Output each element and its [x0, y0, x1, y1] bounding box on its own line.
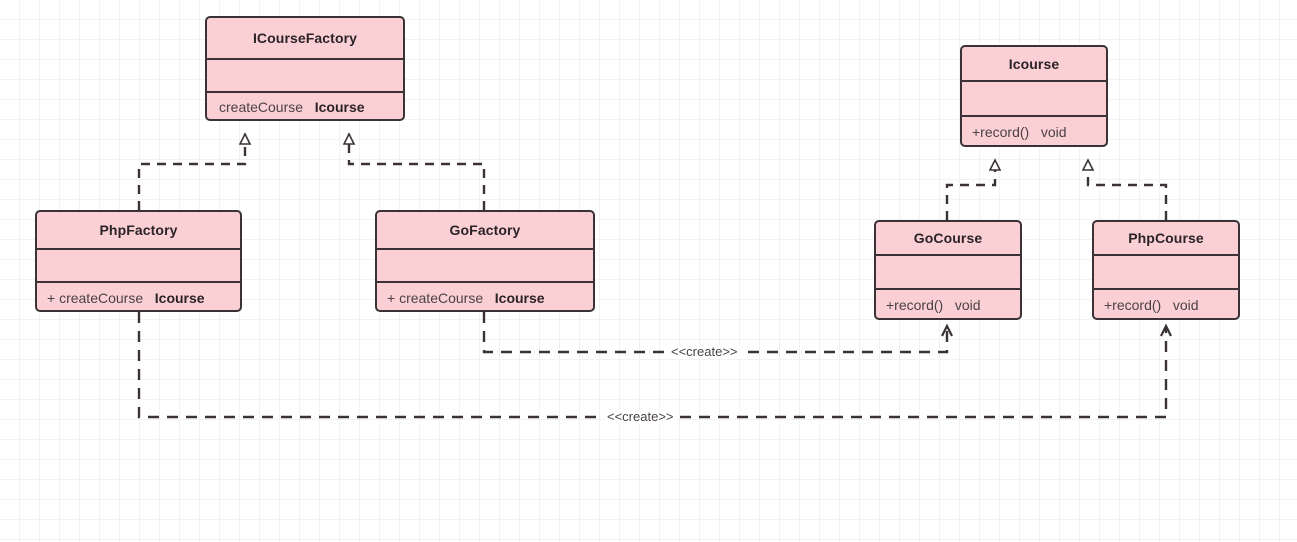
uml-member-type: void — [954, 297, 981, 313]
uml-member-row: +record() void — [1094, 290, 1238, 318]
uml-operations-compartment: createCourse Icourse — [207, 93, 403, 119]
uml-member-type: Icourse — [314, 99, 365, 115]
uml-member-type: void — [1172, 297, 1199, 313]
uml-operations-compartment: + createCourse Icourse — [377, 283, 593, 310]
uml-divider — [876, 288, 1020, 290]
uml-member-name: +record() — [972, 124, 1030, 140]
uml-divider — [37, 248, 240, 250]
uml-attributes-compartment — [207, 60, 403, 91]
edge-label-create-gocourse: <<create>> — [668, 345, 741, 359]
uml-member-type: Icourse — [494, 289, 545, 306]
edge-phpfactory-realizes-icoursefactory — [137, 134, 245, 210]
uml-attributes-compartment — [377, 250, 593, 281]
uml-class-title: PhpCourse — [1128, 230, 1204, 246]
uml-operations-compartment: + createCourse Icourse — [37, 283, 240, 310]
uml-class-title: GoCourse — [913, 230, 983, 246]
uml-divider — [377, 281, 593, 283]
uml-operations-compartment: +record() void — [876, 290, 1020, 318]
uml-divider — [1094, 288, 1238, 290]
uml-divider — [876, 254, 1020, 256]
uml-attributes-compartment — [1094, 256, 1238, 288]
uml-class-gocourse[interactable]: GoCourse +record() void — [874, 220, 1022, 320]
uml-divider — [207, 91, 403, 93]
uml-member-name: +record() — [1104, 297, 1162, 313]
uml-class-gofactory[interactable]: GoFactory + createCourse Icourse — [375, 210, 595, 312]
uml-divider — [962, 115, 1106, 117]
edge-phpfactory-creates-phpcourse — [137, 312, 1172, 419]
uml-class-title: Icourse — [1008, 55, 1060, 72]
uml-divider — [207, 58, 403, 60]
uml-divider — [962, 80, 1106, 82]
uml-class-phpcourse[interactable]: PhpCourse +record() void — [1092, 220, 1240, 320]
edge-gofactory-realizes-icoursefactory — [349, 134, 486, 210]
uml-member-row: createCourse Icourse — [207, 93, 403, 119]
uml-member-name: + createCourse — [387, 289, 484, 306]
edge-phpcourse-realizes-icourse — [1088, 160, 1168, 220]
uml-operations-compartment: +record() void — [962, 117, 1106, 145]
uml-class-icourse[interactable]: Icourse +record() void — [960, 45, 1108, 147]
uml-member-name: createCourse — [219, 99, 304, 115]
uml-class-title: ICourseFactory — [252, 30, 358, 46]
uml-class-title: PhpFactory — [99, 222, 178, 238]
uml-member-name: +record() — [886, 297, 944, 313]
uml-member-row: + createCourse Icourse — [377, 283, 593, 310]
uml-member-row: +record() void — [962, 117, 1106, 145]
uml-class-icoursefactory[interactable]: ICourseFactory createCourse Icourse — [205, 16, 405, 121]
uml-class-title: GoFactory — [449, 222, 521, 238]
uml-member-name: + createCourse — [47, 289, 144, 306]
uml-member-row: + createCourse Icourse — [37, 283, 240, 310]
uml-divider — [1094, 254, 1238, 256]
edge-gocourse-realizes-icourse — [945, 160, 995, 220]
uml-attributes-compartment — [876, 256, 1020, 288]
uml-divider — [377, 248, 593, 250]
uml-attributes-compartment — [37, 250, 240, 281]
uml-operations-compartment: +record() void — [1094, 290, 1238, 318]
edge-label-create-phpcourse: <<create>> — [604, 410, 677, 424]
uml-attributes-compartment — [962, 82, 1106, 115]
uml-class-phpfactory[interactable]: PhpFactory + createCourse Icourse — [35, 210, 242, 312]
uml-member-row: +record() void — [876, 290, 1020, 318]
uml-member-type: void — [1040, 124, 1067, 140]
uml-divider — [37, 281, 240, 283]
uml-member-type: Icourse — [154, 289, 205, 306]
